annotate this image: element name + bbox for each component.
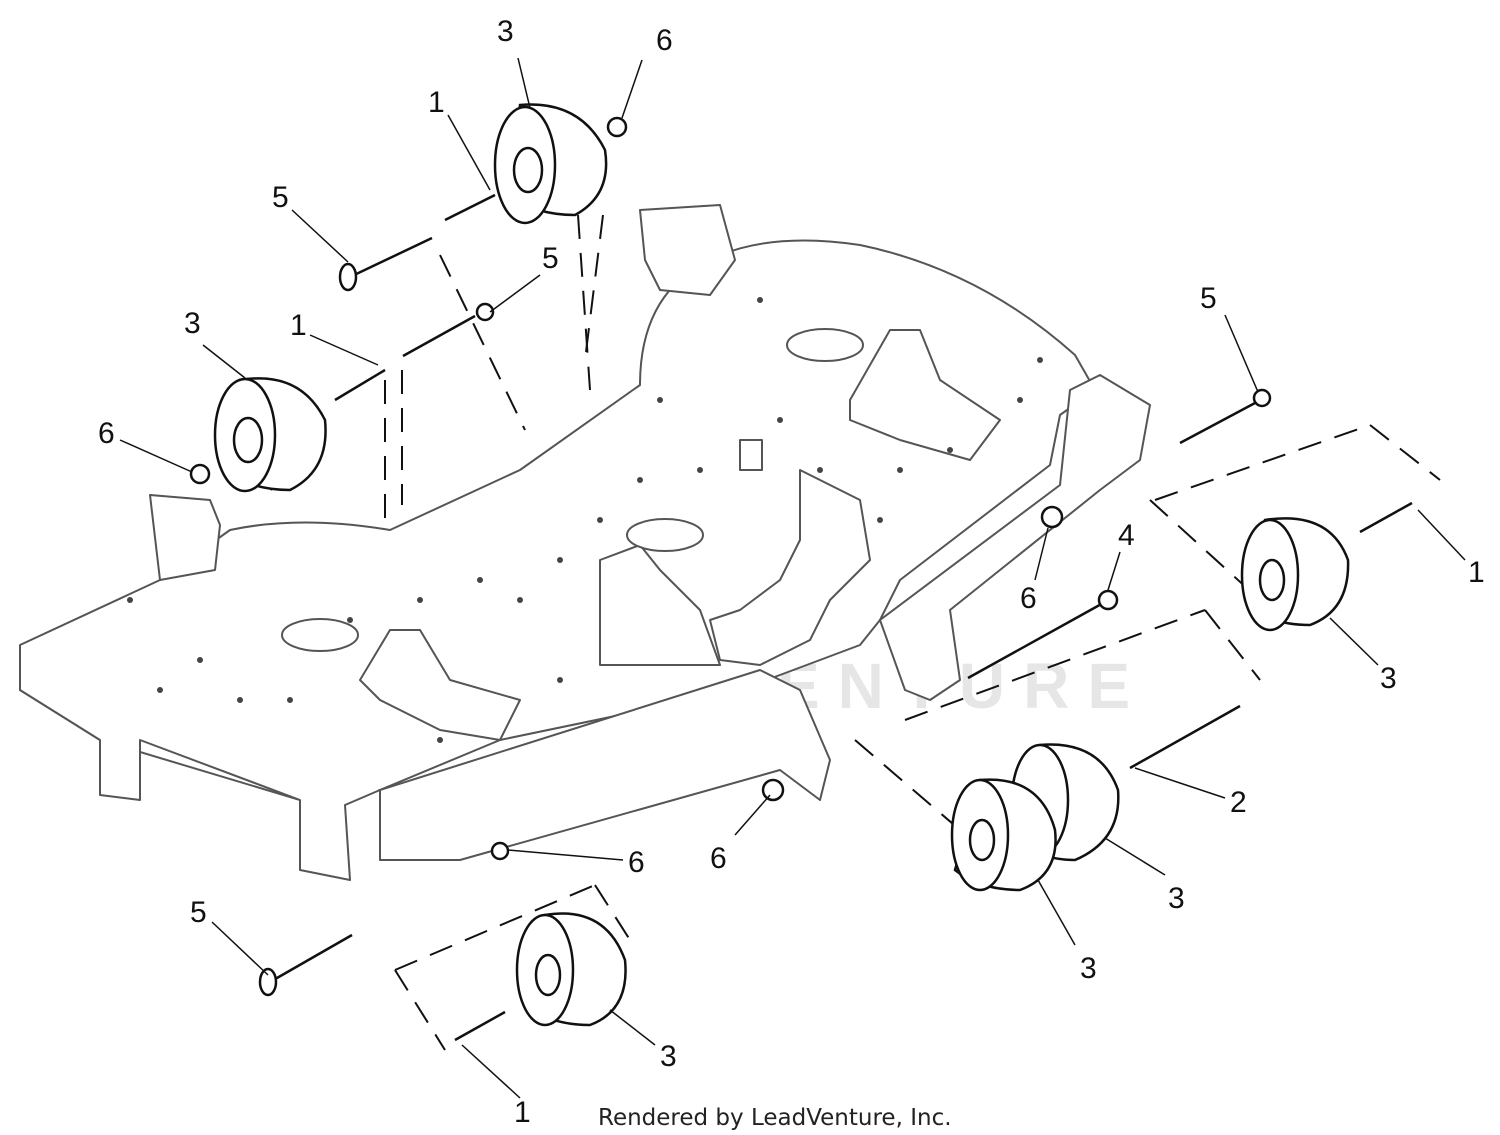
- roller-wheel-top: [493, 103, 608, 225]
- roller-wheel-left: [213, 377, 327, 493]
- callout-5-mid: 5: [542, 242, 559, 275]
- callout-6-top: 6: [656, 24, 673, 57]
- callout-3-top: 3: [497, 15, 514, 48]
- mower-deck: [19, 204, 1151, 881]
- nut-center: [761, 778, 785, 802]
- bolt-top-left: [338, 236, 433, 292]
- callout-3-bottom: 3: [660, 1040, 677, 1073]
- callout-6-center: 6: [710, 842, 727, 875]
- callout-3-lower-right-a: 3: [1168, 882, 1185, 915]
- callout-6-right: 6: [1020, 582, 1037, 615]
- callout-1-top: 1: [428, 86, 445, 119]
- callout-3-left: 3: [184, 307, 201, 340]
- callout-1-right: 1: [1468, 556, 1485, 589]
- spacer-top: [444, 193, 496, 222]
- spacer-bottom: [454, 1010, 506, 1042]
- bolt-right: [1179, 388, 1272, 445]
- long-bolt: [967, 589, 1119, 680]
- nut-left: [189, 463, 211, 485]
- callout-4: 4: [1118, 519, 1135, 552]
- nut-right: [1040, 505, 1064, 529]
- deck-holes: [127, 297, 1043, 743]
- callout-5-top-left: 5: [272, 181, 289, 214]
- spacer-right: [1359, 501, 1413, 534]
- roller-wheel-bottom: [515, 912, 627, 1027]
- callout-labels: 3 6 1 5 5 3 1 6 5 1 3 4 6 2 3 3 6 6 5 3 …: [98, 15, 1485, 1129]
- callout-1-left: 1: [290, 309, 307, 342]
- footer-credit: Rendered by LeadVenture, Inc.: [598, 1105, 952, 1131]
- nut-top: [606, 116, 628, 138]
- nut-bottom: [490, 841, 510, 861]
- callout-5-bottom-left: 5: [190, 896, 207, 929]
- leader-lines: [119, 57, 1466, 1099]
- bolt-bottom-left: [258, 933, 353, 997]
- callout-5-right: 5: [1200, 282, 1217, 315]
- callout-6-bottom: 6: [628, 846, 645, 879]
- roller-wheel-right: [1240, 517, 1350, 632]
- spacer-left: [334, 368, 386, 402]
- callout-1-bottom: 1: [514, 1096, 531, 1129]
- long-spacer: [1129, 704, 1241, 770]
- bolt-mid-left: [402, 302, 495, 358]
- callout-3-lower-right-b: 3: [1080, 952, 1097, 985]
- callout-6-left: 6: [98, 417, 115, 450]
- callout-2: 2: [1230, 786, 1247, 819]
- roller-wheel-pair-lower-right: [950, 743, 1120, 892]
- callout-3-right: 3: [1380, 662, 1397, 695]
